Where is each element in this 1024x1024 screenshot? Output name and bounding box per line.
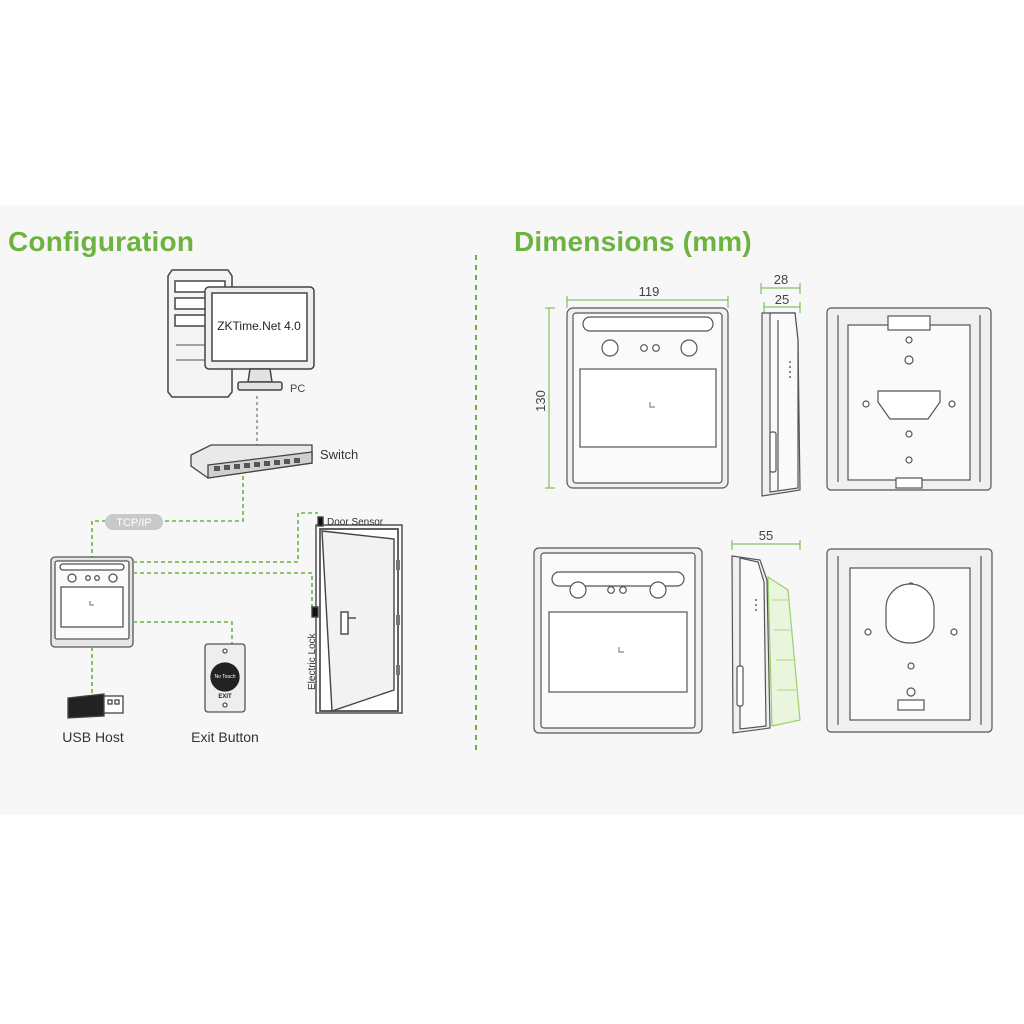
back-view-bottom [826, 548, 993, 733]
switch-label: Switch [320, 447, 358, 462]
exit-button-icon [204, 643, 246, 713]
electric-lock-label: Electric Lock [307, 632, 318, 690]
electric-lock-link [133, 572, 313, 608]
exit-button-touch-label: No Touch [214, 674, 235, 680]
front-view-top [566, 307, 729, 489]
door-sensor-label: Door Sensor [327, 517, 384, 528]
front-view-bottom [533, 547, 703, 734]
width-dimension-label: 119 [639, 284, 660, 299]
network-switch-icon [190, 444, 313, 479]
configuration-heading: Configuration [8, 226, 195, 257]
usb-dongle-icon [67, 693, 124, 719]
pc-label: PC [290, 383, 305, 395]
dimensions-heading: Dimensions (mm) [514, 226, 752, 257]
terminal-device-icon [50, 556, 134, 648]
side-view-top [761, 312, 801, 497]
tcpip-label: TCP/IP [116, 517, 151, 529]
tcpip-link [91, 476, 244, 557]
height-dimension-label: 130 [533, 390, 548, 412]
side-view-bottom [731, 555, 801, 734]
door-sensor-link [133, 512, 318, 563]
exit-button-link [133, 621, 233, 644]
exit-button-label: Exit Button [191, 729, 259, 745]
door-icon [311, 516, 403, 714]
software-label: ZKTime.Net 4.0 [217, 319, 301, 333]
monitor-icon [204, 286, 315, 391]
dimension-guides [545, 283, 801, 550]
depth-body-label: 25 [775, 292, 789, 307]
back-view-top [826, 307, 992, 491]
depth-angled-label: 55 [759, 528, 773, 543]
tcpip-badge [105, 514, 163, 530]
usb-host-label: USB Host [62, 729, 124, 745]
exit-button-face-label: EXIT [218, 694, 232, 700]
depth-total-label: 28 [774, 272, 788, 287]
